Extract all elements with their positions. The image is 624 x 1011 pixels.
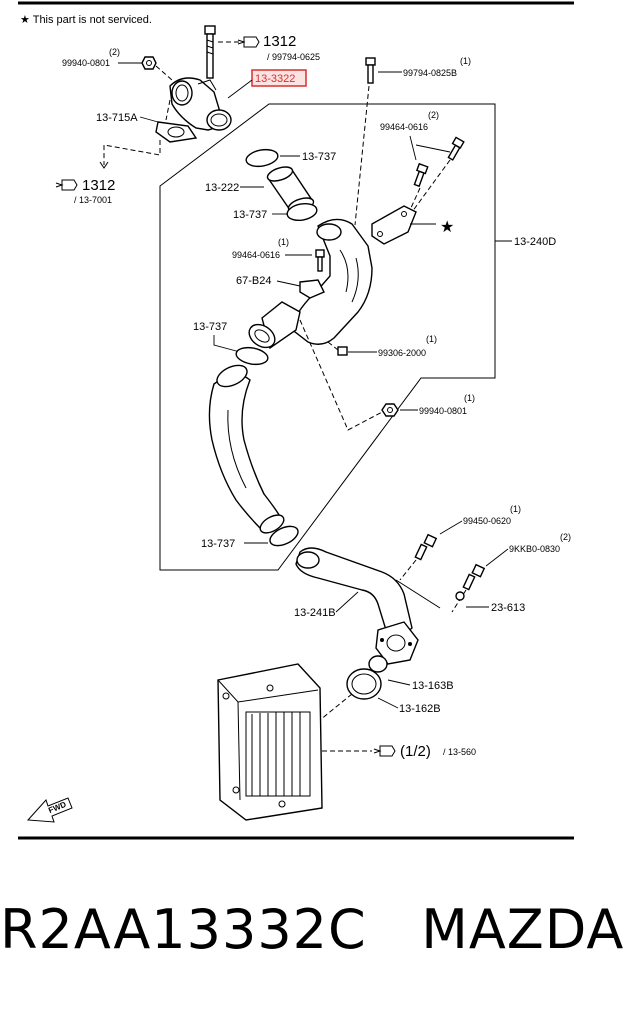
qty-99940-low: (1) xyxy=(464,393,475,403)
clamp-13-737-b xyxy=(286,203,318,221)
intercooler xyxy=(217,663,323,821)
part-9KKB0-0830-label[interactable]: 9KKB0-0830 xyxy=(509,544,560,554)
part-13-240D-label[interactable]: 13-240D xyxy=(514,236,556,248)
caption-part-number: R2AA13332C MAZDA xyxy=(0,898,624,961)
bolt-99464-mid xyxy=(315,249,325,272)
part-13-737-c-label[interactable]: 13-737 xyxy=(193,321,227,333)
part-67-B24-label[interactable]: 67-B24 xyxy=(236,275,271,287)
part-13-222-label[interactable]: 13-222 xyxy=(205,182,239,194)
ref-1312-top[interactable]: 1312 xyxy=(263,33,296,50)
ref-1312-top-icon xyxy=(237,36,260,48)
qty-99464-top: (2) xyxy=(428,110,439,120)
nut-99940-top xyxy=(141,56,157,70)
part-13-241B-label[interactable]: 13-241B xyxy=(294,607,336,619)
part-99794-0825B-label[interactable]: 99794-0825B xyxy=(403,68,457,78)
ref-1312-left-icon xyxy=(55,179,78,191)
forward-arrow-icon: FWD xyxy=(26,797,73,823)
bolt-99464-top-a xyxy=(447,136,465,161)
ref-13-560-icon xyxy=(373,745,396,757)
ref-half[interactable]: (1/2) xyxy=(400,743,431,760)
clamp-13-737-d xyxy=(269,525,299,547)
washer-23-613 xyxy=(455,591,465,601)
qty-99464-mid: (1) xyxy=(278,237,289,247)
clamp-13-737-a xyxy=(245,148,279,168)
qty-99940-top: (2) xyxy=(109,47,120,57)
bolt-99794-0825B xyxy=(365,57,376,84)
part-99940-0801-top-label[interactable]: 99940-0801 xyxy=(62,58,110,68)
plug-99306 xyxy=(337,346,348,356)
svg-text:FWD: FWD xyxy=(47,800,67,815)
bracket-not-serviced xyxy=(371,205,417,245)
long-hose xyxy=(208,364,285,534)
not-serviced-note: ★ This part is not serviced. xyxy=(20,14,152,26)
part-13-737-a-label[interactable]: 13-737 xyxy=(302,151,336,163)
qty-9KKB0: (2) xyxy=(560,532,571,542)
part-23-613-label[interactable]: 23-613 xyxy=(491,602,525,614)
ref-13-560[interactable]: / 13-560 xyxy=(443,747,476,757)
part-99464-0616-mid-label[interactable]: 99464-0616 xyxy=(232,250,280,260)
assembly-frame xyxy=(159,103,496,571)
part-13-737-d-label[interactable]: 13-737 xyxy=(201,538,235,550)
part-99450-0620-label[interactable]: 99450-0620 xyxy=(463,516,511,526)
qty-99794-0825: (1) xyxy=(460,56,471,66)
qty-99450: (1) xyxy=(510,504,521,514)
ref-99794-0625[interactable]: / 99794-0625 xyxy=(267,52,320,62)
pipe-13-240D xyxy=(289,218,373,345)
ref-13-7001[interactable]: / 13-7001 xyxy=(74,195,112,205)
bolt-9KKB0-0830 xyxy=(462,563,486,591)
part-99940-0801-low-label[interactable]: 99940-0801 xyxy=(419,406,467,416)
part-99464-0616-top-label[interactable]: 99464-0616 xyxy=(380,122,428,132)
clamp-13-737-c xyxy=(235,346,269,366)
star-not-serviced-icon: ★ xyxy=(440,217,454,236)
outlet-housing xyxy=(169,77,232,131)
clip-67-B24 xyxy=(299,279,325,299)
part-13-737-b-label[interactable]: 13-737 xyxy=(233,209,267,221)
pipe-13-241B xyxy=(295,547,441,665)
part-13-3322-highlight xyxy=(251,69,307,87)
parts-diagram: ★ This part is not serviced. 13-240D 131… xyxy=(18,1,574,840)
nut-99940-low xyxy=(381,403,399,417)
part-13-163B-label[interactable]: 13-163B xyxy=(412,680,454,692)
part-99306-2000-label[interactable]: 99306-2000 xyxy=(378,348,426,358)
part-13-162B-label[interactable]: 13-162B xyxy=(399,703,441,715)
ref-1312-left[interactable]: 1312 xyxy=(82,177,115,194)
pipe-elbow xyxy=(248,301,301,350)
qty-99306: (1) xyxy=(426,334,437,344)
oring-13-163B xyxy=(368,655,388,673)
bolt-top xyxy=(204,25,216,79)
gasket-13-715A xyxy=(155,121,198,143)
bolt-99450-0620 xyxy=(414,533,438,561)
bolt-99464-top-b xyxy=(413,162,429,188)
part-13-3322-label[interactable]: 13-3322 xyxy=(255,73,295,85)
part-13-715A-label[interactable]: 13-715A xyxy=(96,112,138,124)
